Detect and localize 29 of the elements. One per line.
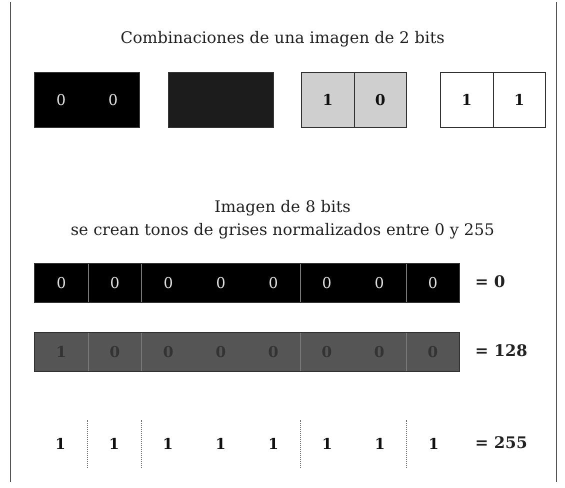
bit-value: 1	[513, 90, 526, 111]
bit-value: 1	[354, 420, 408, 468]
bit-value: 0	[247, 264, 300, 302]
value-label: = 128	[475, 341, 528, 360]
bit-value: 1	[320, 434, 334, 455]
value-label: = 255	[475, 433, 528, 452]
bit-value: 0	[162, 273, 174, 294]
bit-value: 0	[88, 264, 142, 302]
bit-value: 1	[162, 434, 174, 455]
bit-value: 0	[107, 90, 119, 111]
bit-value: 1	[247, 420, 301, 468]
subheading: se crean tonos de grises normalizados entre 0 y 255	[70, 220, 496, 239]
pixel-box	[168, 72, 274, 128]
bit-value: 1	[34, 420, 88, 468]
bit-value: 0	[374, 90, 386, 111]
bit-value: 0	[353, 264, 406, 302]
bit-value: 0	[426, 273, 439, 294]
bit-value: 0	[320, 273, 333, 294]
bit-value: 0	[35, 264, 88, 302]
bit-value: 1	[427, 434, 440, 455]
heading: Imagen de 8 bits	[213, 197, 352, 216]
bit-value: 0	[214, 273, 227, 294]
value-label: = 0	[475, 272, 506, 291]
title: Combinaciones de una imagen de 2 bits	[119, 28, 446, 47]
bit-value: 1	[302, 73, 354, 127]
bit-value: 1	[214, 434, 227, 455]
bit-value: 1	[441, 73, 494, 127]
bit-value: 0	[55, 90, 67, 111]
bit-value: 1	[88, 420, 142, 468]
